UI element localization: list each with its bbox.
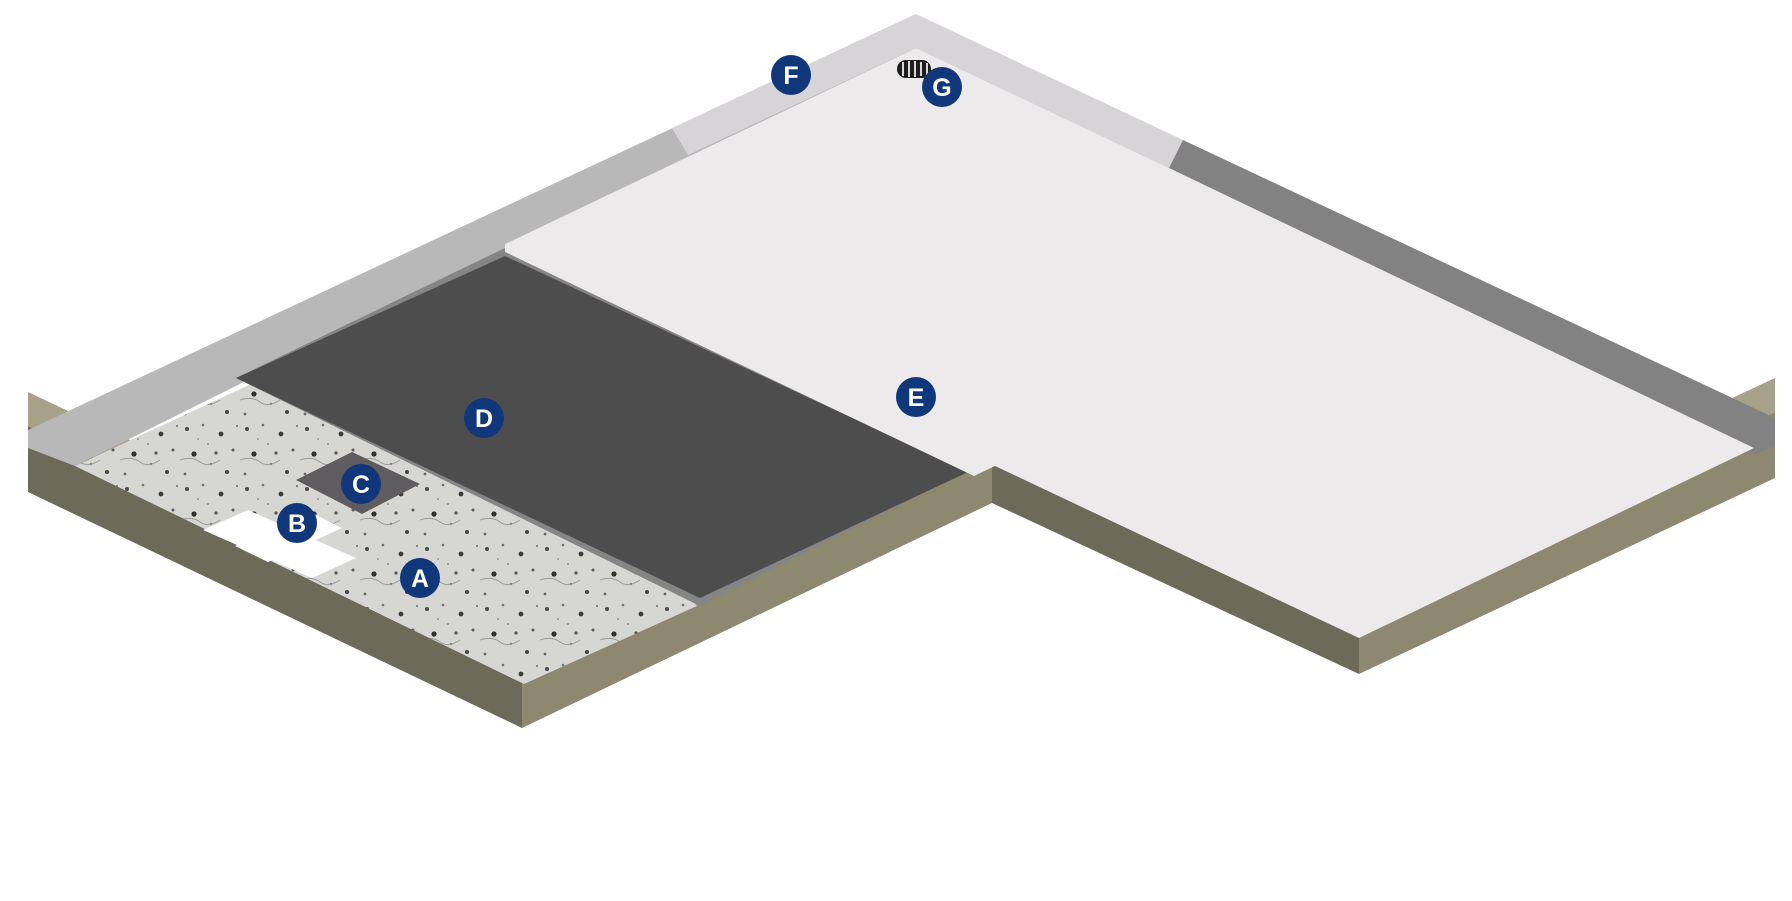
roof-field <box>75 48 1754 684</box>
marker-e-label: E <box>908 384 925 412</box>
marker-g: G <box>922 67 962 107</box>
marker-f: F <box>771 55 811 95</box>
marker-e-circle <box>896 377 936 417</box>
marker-c: C <box>341 464 381 504</box>
marker-c-label: C <box>352 471 370 499</box>
marker-e: E <box>896 377 936 417</box>
marker-b-label: B <box>288 510 306 538</box>
marker-b: B <box>277 503 317 543</box>
marker-d-circle <box>464 398 504 438</box>
marker-f-label: F <box>783 62 798 90</box>
marker-b-circle <box>277 503 317 543</box>
parapet-right-wall-top <box>916 14 1183 168</box>
marker-a-circle <box>400 558 440 598</box>
marker-g-circle <box>922 67 962 107</box>
parapet-right-wall-dark <box>1169 140 1775 454</box>
marker-d: D <box>464 398 504 438</box>
marker-a: A <box>400 558 440 598</box>
marker-c-circle <box>341 464 381 504</box>
marker-g-label: G <box>932 74 951 102</box>
marker-f-circle <box>771 55 811 95</box>
dark-membrane <box>236 256 968 598</box>
marker-a-label: A <box>411 565 429 593</box>
roof-drain-grille <box>902 61 928 77</box>
marker-d-label: D <box>475 405 493 433</box>
white-membrane <box>505 48 1754 638</box>
